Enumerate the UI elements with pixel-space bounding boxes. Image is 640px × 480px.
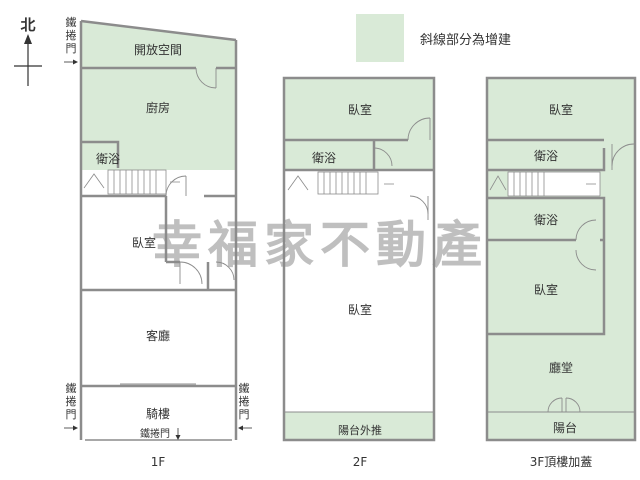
arrow-down-icon [175, 435, 181, 440]
arrow-right-icon [73, 425, 78, 431]
legend: 斜線部分為增建 [356, 14, 511, 62]
f1-gate-bottom-left-text: 鐵捲門 [66, 381, 77, 421]
f2-doors [373, 117, 431, 220]
f3-stairs [489, 171, 601, 197]
f2-room-bedroom-main: 臥室 [348, 302, 372, 317]
f1-walls [79, 19, 238, 440]
f2-walls [282, 76, 436, 442]
f2-room-bath: 衛浴 [312, 151, 336, 165]
f1-gate-bottom-left: 鐵捲門 [64, 381, 78, 431]
f3-room-bath-mid: 衛浴 [534, 213, 558, 227]
f1-room-bedroom: 臥室 [132, 235, 156, 250]
f1-gate-bottom-right-text: 鐵捲門 [239, 381, 250, 421]
floor-2f: 臥室 衛浴 臥室 陽台外推 2F [282, 76, 436, 469]
f1-kitchen-addition [81, 68, 236, 170]
f2-stairs [287, 171, 394, 195]
north-label: 北 [20, 16, 35, 34]
floor-1f: 開放空間 廚房 衛浴 臥室 客廳 騎樓 鐵捲門 鐵捲門 鐵捲門 [64, 15, 252, 469]
legend-text: 斜線部分為增建 [420, 32, 511, 48]
f1-gate-top-left: 鐵捲門 [64, 15, 78, 65]
floor-3f: 臥室 衛浴 衛浴 臥室 廳堂 陽台 3F頂樓加蓋 [485, 76, 637, 469]
f3-doors [547, 143, 635, 413]
f2-room-balcony: 陽台外推 [338, 423, 382, 437]
f3-room-balcony: 陽台 [553, 420, 577, 435]
f2-room-bedroom-top: 臥室 [348, 102, 372, 117]
f1-room-kitchen: 廚房 [146, 100, 170, 115]
f3-addition [487, 78, 635, 440]
f3-room-bath-top: 衛浴 [534, 149, 558, 163]
f3-room-hall: 廳堂 [549, 360, 573, 375]
f3-floor-label: 3F頂樓加蓋 [530, 454, 593, 469]
north-compass: 北 [14, 16, 42, 86]
f1-floor-label: 1F [151, 455, 166, 469]
f1-room-open-space: 開放空間 [134, 42, 182, 57]
f2-balcony-addition [284, 412, 434, 440]
f1-open-space-addition [81, 21, 236, 68]
f1-room-living: 客廳 [146, 328, 170, 343]
watermark-text: 幸福家不動產 [152, 216, 488, 274]
f1-gate-top-left-text: 鐵捲門 [66, 15, 77, 55]
f1-doors [85, 67, 235, 441]
f1-stairs [83, 169, 180, 195]
f1-gate-bottom-center: 鐵捲門 [140, 427, 181, 440]
arrow-right-icon [73, 59, 78, 65]
arrow-left-icon [238, 425, 243, 431]
north-arrow-icon [24, 34, 32, 44]
f1-room-bath: 衛浴 [96, 152, 120, 166]
f1-gate-bottom-right: 鐵捲門 [238, 381, 252, 431]
legend-swatch [356, 14, 404, 62]
f3-room-bedroom-top: 臥室 [549, 102, 573, 117]
f3-walls [485, 76, 637, 442]
f1-gate-bottom-center-text: 鐵捲門 [140, 427, 170, 440]
f2-upper-addition [284, 78, 434, 170]
f2-floor-label: 2F [353, 455, 368, 469]
f3-room-bedroom-mid: 臥室 [534, 282, 558, 297]
f1-room-arcade: 騎樓 [146, 406, 170, 421]
